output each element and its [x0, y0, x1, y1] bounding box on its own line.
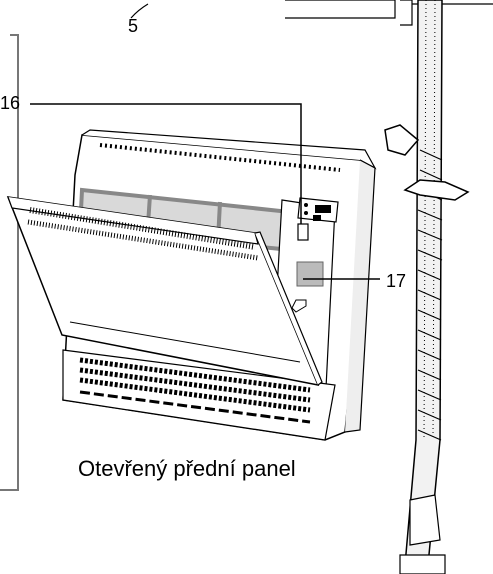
callout-label-16: 16	[0, 93, 21, 113]
diagram-caption: Otevřený přední panel	[78, 456, 296, 481]
callout-line-5	[130, 3, 149, 19]
callout-label-17: 17	[386, 271, 407, 291]
top-pipe-end	[400, 0, 413, 26]
top-pipe-segment	[285, 0, 396, 19]
frame-bracket	[0, 34, 19, 491]
insulated-pipe	[384, 0, 470, 574]
front-panel-open	[6, 196, 323, 387]
callout-line-16	[30, 103, 302, 224]
callout-label-5: 5	[128, 16, 139, 36]
